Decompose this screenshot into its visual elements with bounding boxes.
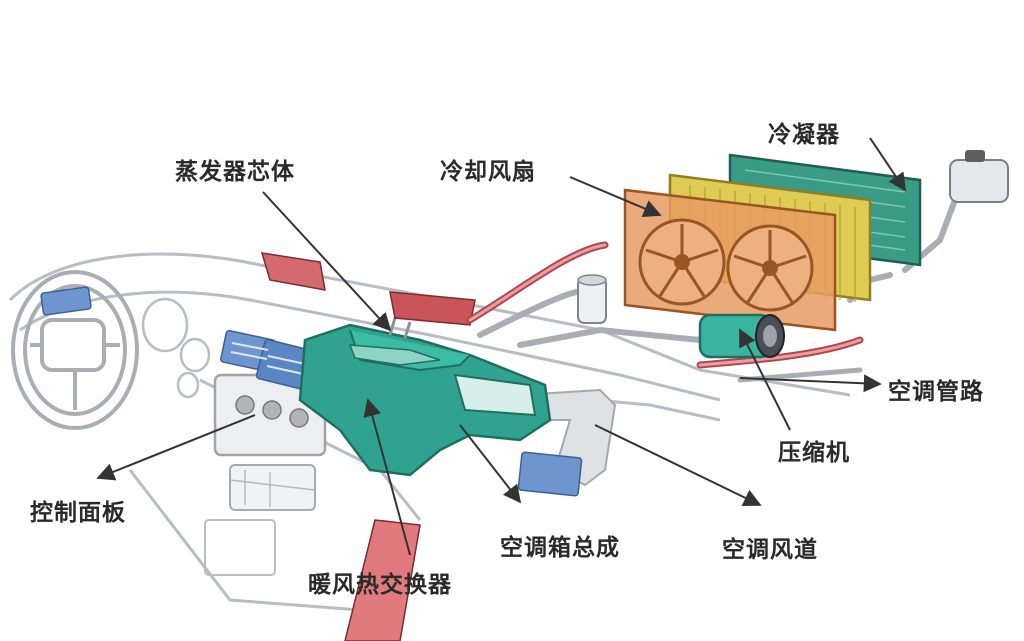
- label-ac-box-assembly: 空调箱总成: [500, 535, 620, 561]
- label-compressor: 压缩机: [778, 440, 850, 466]
- leader-arrows: [96, 137, 907, 556]
- arrow-control-panel: [96, 414, 256, 481]
- arrow-condenser: [869, 137, 907, 192]
- label-ac-pipeline: 空调管路: [888, 379, 984, 405]
- steering-wheel: [11, 270, 139, 430]
- arrow-compressor: [739, 328, 791, 431]
- label-condenser: 冷凝器: [768, 122, 840, 148]
- center-console: [204, 373, 327, 576]
- label-heater-core: 暖风热交换器: [308, 572, 452, 598]
- heater-hoses: [260, 252, 476, 641]
- receiver-drier: [577, 274, 607, 324]
- label-ac-duct: 空调风道: [722, 537, 818, 563]
- arrow-evaporator: [262, 191, 392, 332]
- instrument-cluster: [141, 297, 211, 399]
- coolant-reservoir: [949, 150, 1009, 203]
- arrow-ac-pipeline: [739, 374, 882, 393]
- arrow-cooling-fan: [569, 176, 662, 217]
- hvac-box: [298, 323, 552, 477]
- arrow-heater: [363, 398, 411, 556]
- label-control-panel: 控制面板: [30, 500, 126, 526]
- label-cooling-fan: 冷却风扇: [440, 159, 536, 185]
- arrow-ac-box: [459, 424, 522, 504]
- cooling-fans: [623, 188, 837, 332]
- label-evaporator-core: 蒸发器芯体: [175, 159, 295, 185]
- arrow-ac-duct: [594, 424, 762, 507]
